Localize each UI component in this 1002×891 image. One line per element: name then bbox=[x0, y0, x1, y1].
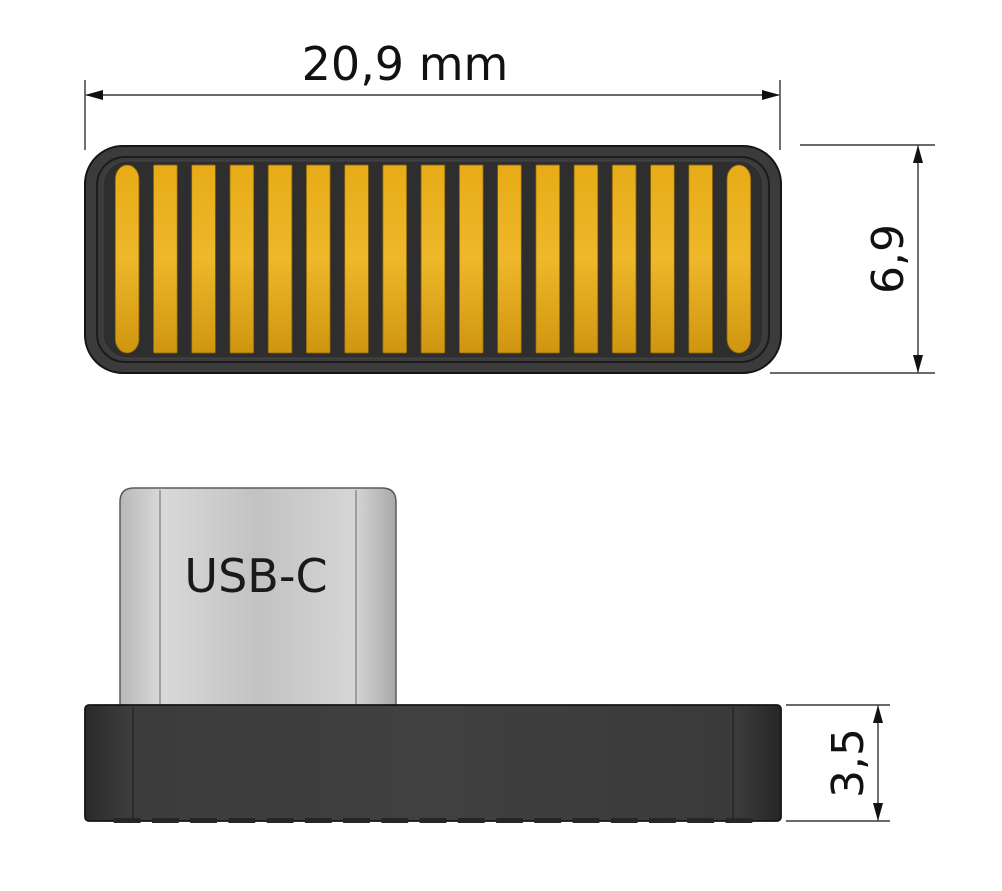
contact-pad bbox=[688, 164, 713, 354]
bottom-ridge bbox=[687, 818, 715, 823]
contact-pad bbox=[611, 164, 637, 354]
module-side-view bbox=[84, 704, 782, 823]
contact-pad bbox=[191, 164, 216, 354]
module-bottom-ridges bbox=[113, 818, 753, 823]
width-label: 20,9 mm bbox=[302, 37, 509, 91]
contact-pad bbox=[420, 164, 446, 354]
height-label: 6,9 bbox=[863, 224, 914, 294]
bottom-ridge bbox=[419, 818, 447, 823]
contact-pad bbox=[458, 164, 484, 354]
width-dimension: 20,9 mm bbox=[84, 37, 781, 150]
usb-c-plug: USB-C bbox=[119, 487, 397, 713]
bottom-ridge bbox=[228, 818, 256, 823]
contact-pad bbox=[344, 164, 369, 354]
bottom-ridge bbox=[572, 818, 600, 823]
thickness-label: 3,5 bbox=[823, 728, 874, 798]
bottom-ridge bbox=[725, 818, 753, 823]
usb-c-label: USB-C bbox=[184, 549, 327, 603]
contact-pad bbox=[573, 164, 599, 354]
contact-pad bbox=[305, 164, 331, 354]
contact-pad bbox=[153, 164, 178, 354]
height-dimension: 6,9 bbox=[770, 144, 935, 374]
contact-pad bbox=[535, 164, 561, 354]
bottom-ridge bbox=[190, 818, 217, 823]
contact-pad bbox=[267, 164, 293, 354]
contact-module-top-view bbox=[84, 145, 782, 374]
contact-pad bbox=[382, 164, 407, 354]
bottom-ridge bbox=[343, 818, 370, 823]
contact-pad bbox=[650, 164, 675, 354]
contact-pad bbox=[229, 164, 255, 354]
module-side-body bbox=[84, 704, 782, 822]
bottom-ridge bbox=[266, 818, 294, 823]
usb-c-shell bbox=[119, 487, 397, 713]
contact-pad bbox=[726, 164, 752, 354]
bottom-ridge bbox=[534, 818, 562, 823]
bottom-ridge bbox=[496, 818, 523, 823]
bottom-ridge bbox=[304, 818, 332, 823]
contact-pad bbox=[114, 164, 140, 354]
bottom-ridge bbox=[381, 818, 409, 823]
bottom-ridge bbox=[610, 818, 638, 823]
bottom-ridge bbox=[113, 818, 141, 823]
thickness-dimension: 3,5 bbox=[786, 704, 890, 822]
contact-pad bbox=[497, 164, 522, 354]
bottom-ridge bbox=[152, 818, 179, 823]
bottom-ridge bbox=[457, 818, 485, 823]
bottom-ridge bbox=[649, 818, 676, 823]
module-inner-rim bbox=[96, 156, 770, 363]
contact-pads bbox=[114, 164, 752, 354]
